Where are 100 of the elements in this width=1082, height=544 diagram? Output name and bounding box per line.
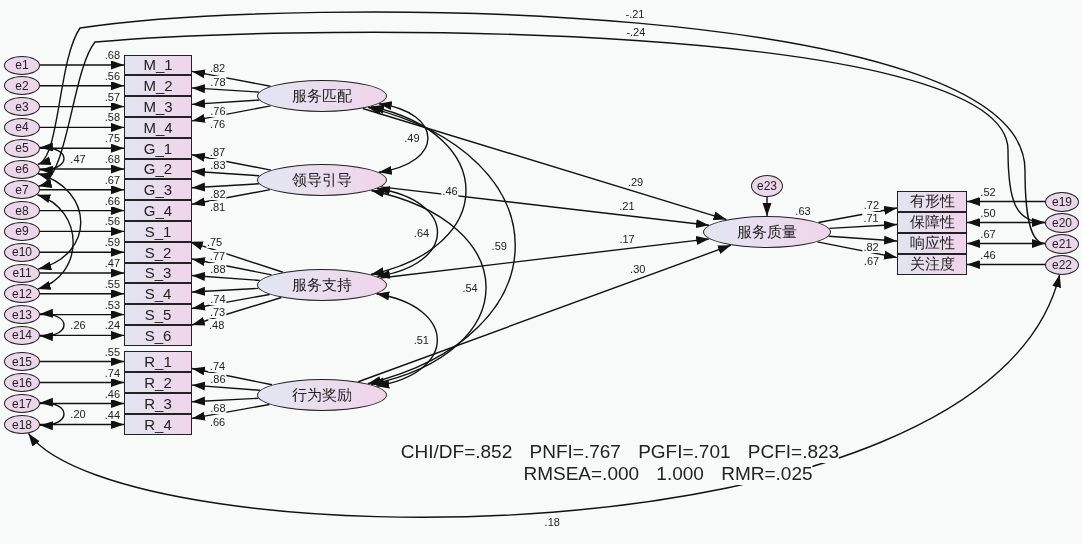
- edge-label: .68: [209, 402, 227, 415]
- fit-index-text: RMSEA=.000 1.000 RMR=.025: [523, 463, 813, 485]
- arrow: [362, 107, 728, 221]
- indicator-box: M_3: [124, 96, 192, 117]
- arrow: [191, 152, 272, 171]
- error-circle: e6: [4, 159, 40, 179]
- coefficient-label: .46: [103, 387, 121, 400]
- latent-ellipse: 服务质量: [703, 216, 831, 248]
- edge-label: .74: [208, 359, 227, 372]
- edge-label: .66: [208, 415, 227, 428]
- coefficient-label: .63: [794, 205, 812, 217]
- indicator-box: S_2: [124, 241, 192, 263]
- double-headed-arrow: [37, 172, 82, 270]
- indicator-box: M_4: [124, 117, 192, 138]
- indicator-box: G_2: [124, 158, 192, 180]
- arrow: [39, 143, 125, 153]
- double-headed-arrow: [36, 194, 74, 290]
- coefficient-label: .56: [103, 215, 121, 228]
- indicator-box: S_5: [124, 304, 192, 325]
- edge-label: .86: [209, 373, 227, 386]
- double-headed-arrow: [27, 273, 1061, 518]
- arrow: [191, 286, 260, 296]
- coefficient-label: .52: [979, 185, 997, 198]
- double-headed-arrow: [367, 106, 516, 385]
- edge-label: .46: [441, 184, 459, 197]
- edge-label: .47: [69, 152, 87, 165]
- error-circle: e17: [4, 394, 40, 413]
- double-headed-arrow: [39, 309, 65, 341]
- double-headed-arrow: [39, 143, 65, 174]
- arrow: [191, 403, 271, 421]
- coefficient-label: .47: [103, 257, 121, 269]
- arrow: [191, 182, 260, 192]
- arrow: [191, 257, 273, 276]
- arrow: [39, 247, 125, 257]
- coefficient-label: .56: [103, 69, 121, 82]
- latent-ellipse: 行为奖励: [257, 379, 387, 411]
- arrow: [191, 188, 271, 207]
- arrow: [39, 399, 125, 408]
- arrow: [39, 185, 125, 195]
- coefficient-label: .66: [103, 194, 121, 207]
- arrow: [39, 268, 125, 278]
- arrow: [39, 420, 125, 429]
- edge-label: .76: [208, 118, 227, 130]
- error-circle: e10: [4, 242, 40, 262]
- arrow: [191, 69, 272, 87]
- edge-label: .76: [209, 104, 227, 117]
- indicator-box: S_3: [124, 262, 192, 284]
- error-circle: e9: [4, 221, 40, 241]
- indicator-box: R_2: [124, 372, 192, 393]
- arrow: [39, 378, 125, 387]
- error-circle: e4: [4, 117, 40, 137]
- arrow: [191, 105, 272, 123]
- double-headed-arrow: [37, 11, 1046, 246]
- indicator-box: S_1: [124, 221, 192, 242]
- edge-label: .30: [629, 263, 647, 276]
- arrow: [39, 81, 125, 91]
- arrow: [39, 164, 125, 174]
- error-circle: e2: [4, 76, 40, 96]
- arrow: [828, 220, 898, 230]
- arrow: [39, 357, 125, 366]
- edge-label: .71: [862, 212, 880, 224]
- edge-label: .59: [490, 239, 508, 252]
- arrow: [357, 244, 732, 383]
- arrow: [39, 102, 125, 112]
- edge-label: .64: [412, 226, 431, 239]
- latent-ellipse: 领导引导: [257, 164, 387, 196]
- indicator-box: R_1: [124, 351, 192, 372]
- latent-ellipse: 服务匹配: [257, 80, 387, 112]
- edge-label: .82: [209, 188, 227, 201]
- edge-label: .29: [626, 175, 645, 188]
- arrow: [39, 226, 125, 236]
- error-circle: e8: [4, 201, 40, 221]
- edge-label: .73: [208, 305, 227, 318]
- double-headed-arrow: [38, 31, 1046, 227]
- arrow: [191, 293, 271, 311]
- arrow: [966, 260, 1046, 269]
- error-circle: e19: [1045, 191, 1079, 212]
- coefficient-label: .50: [979, 206, 997, 219]
- error-circle: e23: [751, 175, 783, 197]
- coefficient-label: .57: [103, 90, 121, 103]
- indicator-box: 关注度: [897, 254, 967, 275]
- edge-label: .51: [412, 334, 430, 346]
- indicator-box: S_6: [124, 325, 192, 346]
- indicator-box: M_2: [124, 75, 192, 97]
- arrow: [379, 235, 710, 279]
- edge-label: .87: [208, 145, 227, 158]
- error-circle: e20: [1045, 212, 1079, 233]
- error-circle: e18: [4, 415, 40, 434]
- edge-label: .54: [461, 281, 479, 294]
- edge-label: .67: [862, 254, 881, 267]
- edge-label: .83: [209, 159, 227, 171]
- indicator-box: G_3: [124, 179, 192, 201]
- double-headed-arrow: [375, 292, 438, 388]
- edge-label: .17: [618, 232, 636, 245]
- error-circle: e11: [4, 263, 40, 283]
- coefficient-label: .75: [103, 132, 121, 145]
- coefficient-label: .59: [103, 236, 121, 249]
- indicator-box: G_4: [124, 200, 192, 221]
- edge-label: .78: [209, 75, 227, 88]
- coefficient-label: .53: [103, 298, 121, 311]
